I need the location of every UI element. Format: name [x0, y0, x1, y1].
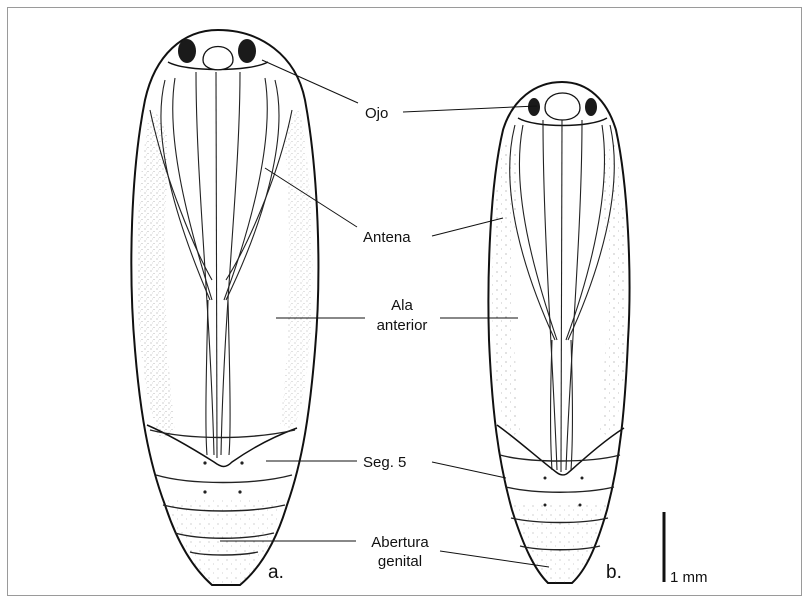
- pupa-b-right-eye: [585, 98, 597, 116]
- scale-bar: 1 mm: [664, 512, 708, 586]
- label-segment-5: Seg. 5: [363, 454, 406, 471]
- scale-bar-label: 1 mm: [670, 569, 708, 586]
- pupa-b-frons: [545, 93, 580, 120]
- label-eye: Ojo: [365, 105, 388, 122]
- pupa-a-right-eye: [238, 39, 256, 63]
- leader-seg5-b: [432, 462, 506, 478]
- panel-label-b: b.: [606, 562, 622, 583]
- pupa-a-frons: [203, 47, 233, 70]
- pupa-b-tail-shading: [514, 505, 606, 583]
- label-genital-2: genital: [378, 553, 422, 570]
- pupa-a: [131, 30, 318, 585]
- label-antenna: Antena: [363, 229, 411, 246]
- label-forewing-2: anterior: [377, 317, 428, 334]
- label-genital-1: Abertura: [371, 534, 429, 551]
- panel-label-a: a.: [268, 562, 284, 583]
- pupa-a-tail-shading: [168, 500, 284, 585]
- pupa-a-left-eye: [178, 39, 196, 63]
- pupa-b-left-eye: [528, 98, 540, 116]
- label-forewing-1: Ala: [391, 297, 413, 314]
- pupa-b: [488, 82, 629, 583]
